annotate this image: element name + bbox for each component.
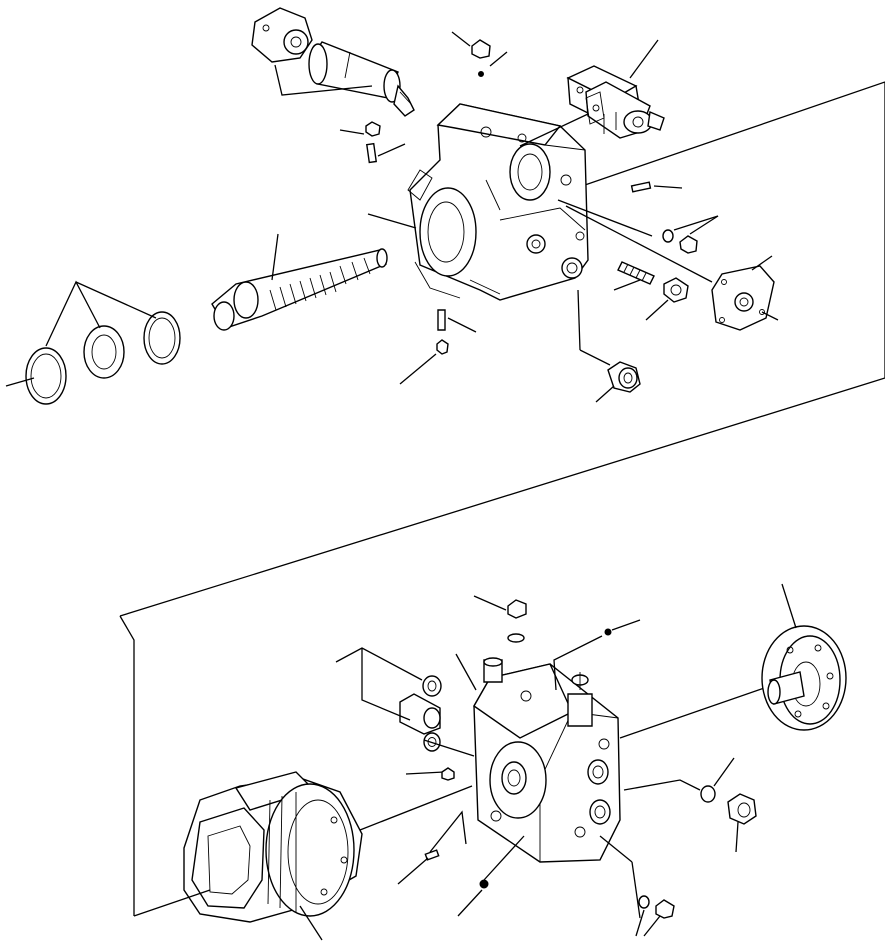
solenoid-valve: [252, 8, 414, 116]
ball-bottom: [458, 836, 524, 916]
snap-ring-1: [6, 348, 66, 404]
seal-ring: [84, 326, 124, 378]
port-block: [474, 658, 620, 862]
ring-leaders: [46, 282, 156, 346]
solenoid-leaders: [275, 65, 372, 95]
lower-bolts: [400, 676, 441, 751]
drive-shaft: [212, 234, 387, 330]
port-block-leaders: [456, 636, 770, 918]
ball-lower-group: [605, 620, 640, 635]
cover-plate: [712, 256, 778, 330]
lower-boundary-frame: [120, 616, 134, 916]
pin-and-bolt-lower: [400, 310, 476, 384]
oring-and-plug-right: [663, 216, 718, 253]
screw-bottom: [398, 812, 466, 884]
control-valve-block: [568, 66, 664, 138]
lock-nut: [646, 278, 688, 320]
cylinder-barrel: [762, 584, 846, 730]
bolt-and-pin-left: [340, 122, 405, 162]
plug-lower-group-top: [474, 596, 526, 642]
plug-top: [452, 32, 507, 77]
plug-lower-right: [728, 794, 756, 852]
pin-right: [632, 182, 682, 192]
snap-ring-2: [144, 312, 180, 364]
plug-lower: [596, 362, 640, 402]
pump-housing: [408, 104, 588, 300]
lower-bolts-leaders: [336, 648, 474, 774]
adjusting-screw: [614, 262, 654, 290]
plug-bottom-right: [636, 896, 674, 936]
small-nut-lower: [442, 768, 454, 780]
oring-lower-right: [701, 758, 734, 802]
servo-housing: [134, 772, 472, 940]
control-valve-leaders: [520, 40, 658, 146]
housing-leaders: [368, 200, 712, 365]
